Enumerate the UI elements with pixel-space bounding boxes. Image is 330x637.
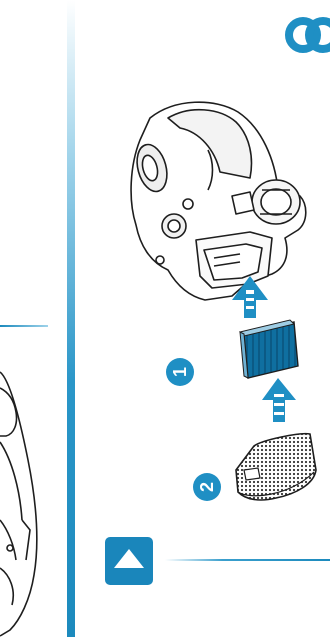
arrow-up-icon [232,276,268,318]
step-2-number: 2 [197,482,217,492]
filter-1-illustration [239,319,299,379]
step-2-badge: 2 [193,473,221,501]
filter-2-illustration [235,432,317,501]
left-horizontal-rule [0,325,48,327]
step-1-number: 1 [170,367,190,377]
vertical-divider [67,0,75,637]
infinity-loop-icon [285,17,330,53]
bottom-horizontal-rule [165,559,330,561]
step-1-badge: 1 [166,358,194,386]
nav-up-button[interactable] [105,537,153,585]
arrow-up-icon [262,378,296,422]
vacuum-body-illustration [130,101,307,301]
triangle-up-icon [114,549,144,568]
vacuum-partial-illustration [0,371,38,637]
